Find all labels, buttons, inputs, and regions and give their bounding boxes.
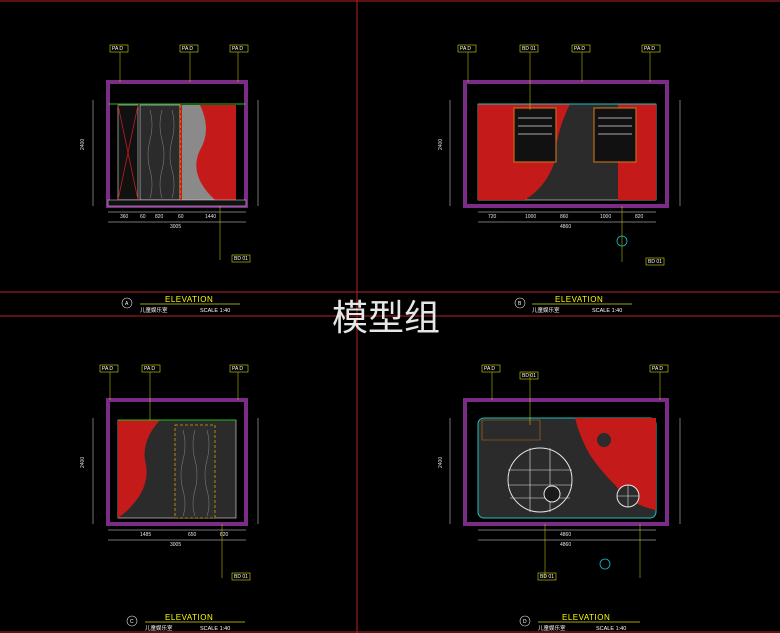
- dim-a-total: 3005: [170, 224, 181, 230]
- tag-c-1: PA D: [102, 366, 113, 372]
- dim-a-2: 60: [140, 214, 146, 220]
- title-b: ELEVATION: [555, 295, 603, 304]
- red-left: [478, 104, 518, 200]
- tag-a-1: PA D: [112, 46, 123, 52]
- detail-marker-b: [616, 235, 628, 247]
- wall-outline: [106, 398, 248, 526]
- tag-b-4: PA D: [644, 46, 655, 52]
- tag-b-bottom: BD 01: [648, 259, 662, 265]
- subtitle-d: 儿童娱乐室: [538, 624, 566, 632]
- dim-b-total: 4860: [560, 224, 571, 230]
- wall-outline: [463, 398, 669, 526]
- level-b: 2400: [438, 139, 444, 150]
- red-wave-c: [118, 420, 160, 518]
- dim-c-2: 650: [188, 532, 197, 538]
- scale-d: SCALE 1:40: [596, 626, 626, 632]
- level-a: 2400: [80, 139, 86, 150]
- dim-b-5: 820: [635, 214, 644, 220]
- scale-c: SCALE 1:40: [200, 626, 230, 632]
- marker-b-letter: B: [518, 301, 522, 307]
- scale-a: SCALE 1:40: [200, 308, 230, 314]
- tag-a-3: PA D: [232, 46, 243, 52]
- tag-c-bottom: BD 01: [234, 574, 248, 580]
- tag-d-1: PA D: [484, 366, 495, 372]
- title-c: ELEVATION: [165, 613, 213, 622]
- section-marker-a: [121, 297, 133, 309]
- tag-c-2: PA D: [144, 366, 155, 372]
- tag-a-2: PA D: [182, 46, 193, 52]
- tag-a-bottom: BD 01: [234, 256, 248, 262]
- tag-b-3: PA D: [574, 46, 585, 52]
- window-left: [513, 107, 557, 163]
- section-marker-b: [514, 297, 526, 309]
- grey-wave: [182, 105, 215, 200]
- wall-outline: [463, 80, 669, 208]
- tag-c-3: PA D: [232, 366, 243, 372]
- dim-a-3: 820: [155, 214, 164, 220]
- dim-d-total: 4860: [560, 542, 571, 548]
- elevation-c: 1485 650 820 3005 2400 PA D PA D PA D BD…: [80, 364, 259, 632]
- bird-shape: [597, 433, 611, 447]
- section-marker-c: [126, 615, 138, 627]
- marker-d-letter: D: [523, 619, 527, 625]
- elevation-d: 4860 4860 2400 PA D BD 01 PA D BD 01 D E…: [438, 364, 681, 632]
- tag-d-3: PA D: [652, 366, 663, 372]
- dim-b-4: 1000: [600, 214, 611, 220]
- dim-d-1: 4860: [560, 532, 571, 538]
- scale-b: SCALE 1:40: [592, 308, 622, 314]
- window-right: [593, 107, 637, 163]
- tag-b-1: PA D: [460, 46, 471, 52]
- subtitle-c: 儿童娱乐室: [145, 624, 173, 632]
- subtitle-b: 儿童娱乐室: [532, 306, 560, 314]
- tag-b-2: BD 01: [522, 46, 536, 52]
- level-c: 2400: [80, 457, 86, 468]
- dim-a-4: 60: [178, 214, 184, 220]
- detail-marker-d: [599, 558, 611, 570]
- watermark-text: 模型组: [332, 298, 440, 339]
- elevation-a: 360 60 820 60 1440 3005 2400 PA D PA D P…: [80, 44, 259, 314]
- door-c: [174, 424, 216, 519]
- subtitle-a: 儿童娱乐室: [140, 306, 168, 314]
- dim-b-3: 860: [560, 214, 569, 220]
- dim-b-1: 720: [488, 214, 497, 220]
- dim-c-total: 3005: [170, 542, 181, 548]
- elevation-b: 720 1000 860 1000 820 4860 2400 PA D BD …: [438, 44, 681, 314]
- marker-a-letter: A: [125, 301, 129, 307]
- dim-c-1: 1485: [140, 532, 151, 538]
- globe-left: [507, 447, 573, 513]
- red-right-d: [575, 418, 656, 510]
- dim-c-3: 820: [220, 532, 229, 538]
- title-d: ELEVATION: [562, 613, 610, 622]
- dim-a-1: 360: [120, 214, 129, 220]
- level-d: 2400: [438, 457, 444, 468]
- title-a: ELEVATION: [165, 295, 213, 304]
- section-marker-d: [519, 615, 531, 627]
- tag-d-2: BD 01: [522, 373, 536, 379]
- dim-a-5: 1440: [205, 214, 216, 220]
- marker-c-letter: C: [130, 619, 134, 625]
- tag-d-bottom: BD 01: [540, 574, 554, 580]
- dim-b-2: 1000: [525, 214, 536, 220]
